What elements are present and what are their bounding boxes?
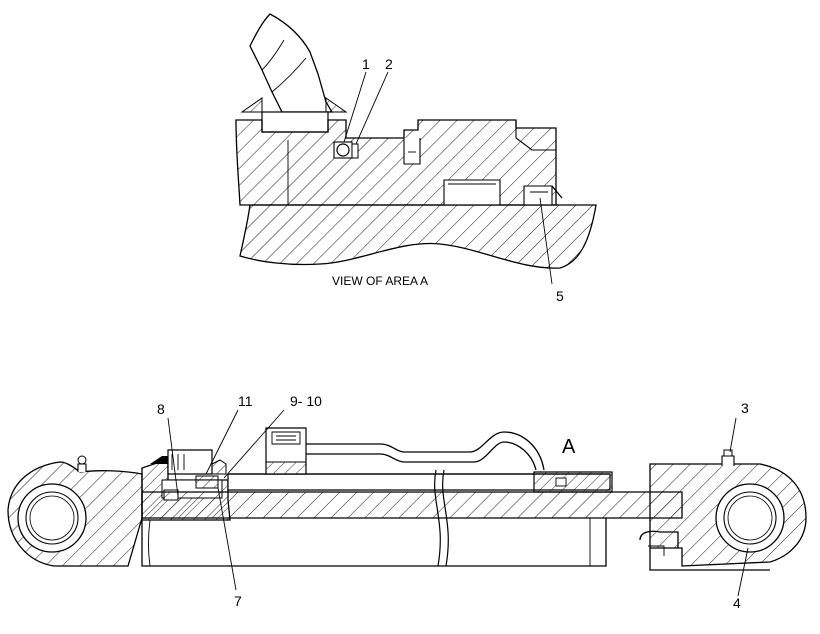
detail-o-ring xyxy=(336,143,350,157)
callout-2: 2 xyxy=(385,56,393,72)
callout-8: 8 xyxy=(157,401,165,417)
bearing-left-inner xyxy=(25,491,79,545)
callout-5: 5 xyxy=(556,288,564,304)
piston xyxy=(533,471,613,493)
barrel-lower xyxy=(141,518,607,567)
detail-upper-block xyxy=(235,119,557,206)
detail-rod-section xyxy=(239,204,597,269)
detail-fitting-base xyxy=(261,111,329,133)
detail-weld-left xyxy=(240,97,263,113)
break-line xyxy=(434,469,441,567)
detail-weld-right xyxy=(325,97,348,113)
detail-backup-ring xyxy=(351,143,359,159)
bearing-right-inner xyxy=(723,491,777,545)
right-port-elbow xyxy=(639,530,679,548)
hydraulic-tube xyxy=(306,431,545,471)
detail-view-area-a: VIEW OF AREA A xyxy=(235,13,597,288)
grease-fitting-right xyxy=(721,455,735,466)
callout-9-10: 9- 10 xyxy=(290,393,322,409)
callout-1: 1 xyxy=(362,56,370,72)
rod-seal-7 xyxy=(195,475,219,489)
callout-7: 7 xyxy=(234,593,242,609)
grease-fitting-left xyxy=(77,463,87,472)
cylinder-assembly xyxy=(7,409,807,597)
callout-11: 11 xyxy=(238,393,253,409)
callout-area-a: A xyxy=(562,436,576,458)
detail-caption: VIEW OF AREA A xyxy=(332,274,428,288)
callout-3: 3 xyxy=(741,400,749,416)
callout-4: 4 xyxy=(733,595,741,611)
